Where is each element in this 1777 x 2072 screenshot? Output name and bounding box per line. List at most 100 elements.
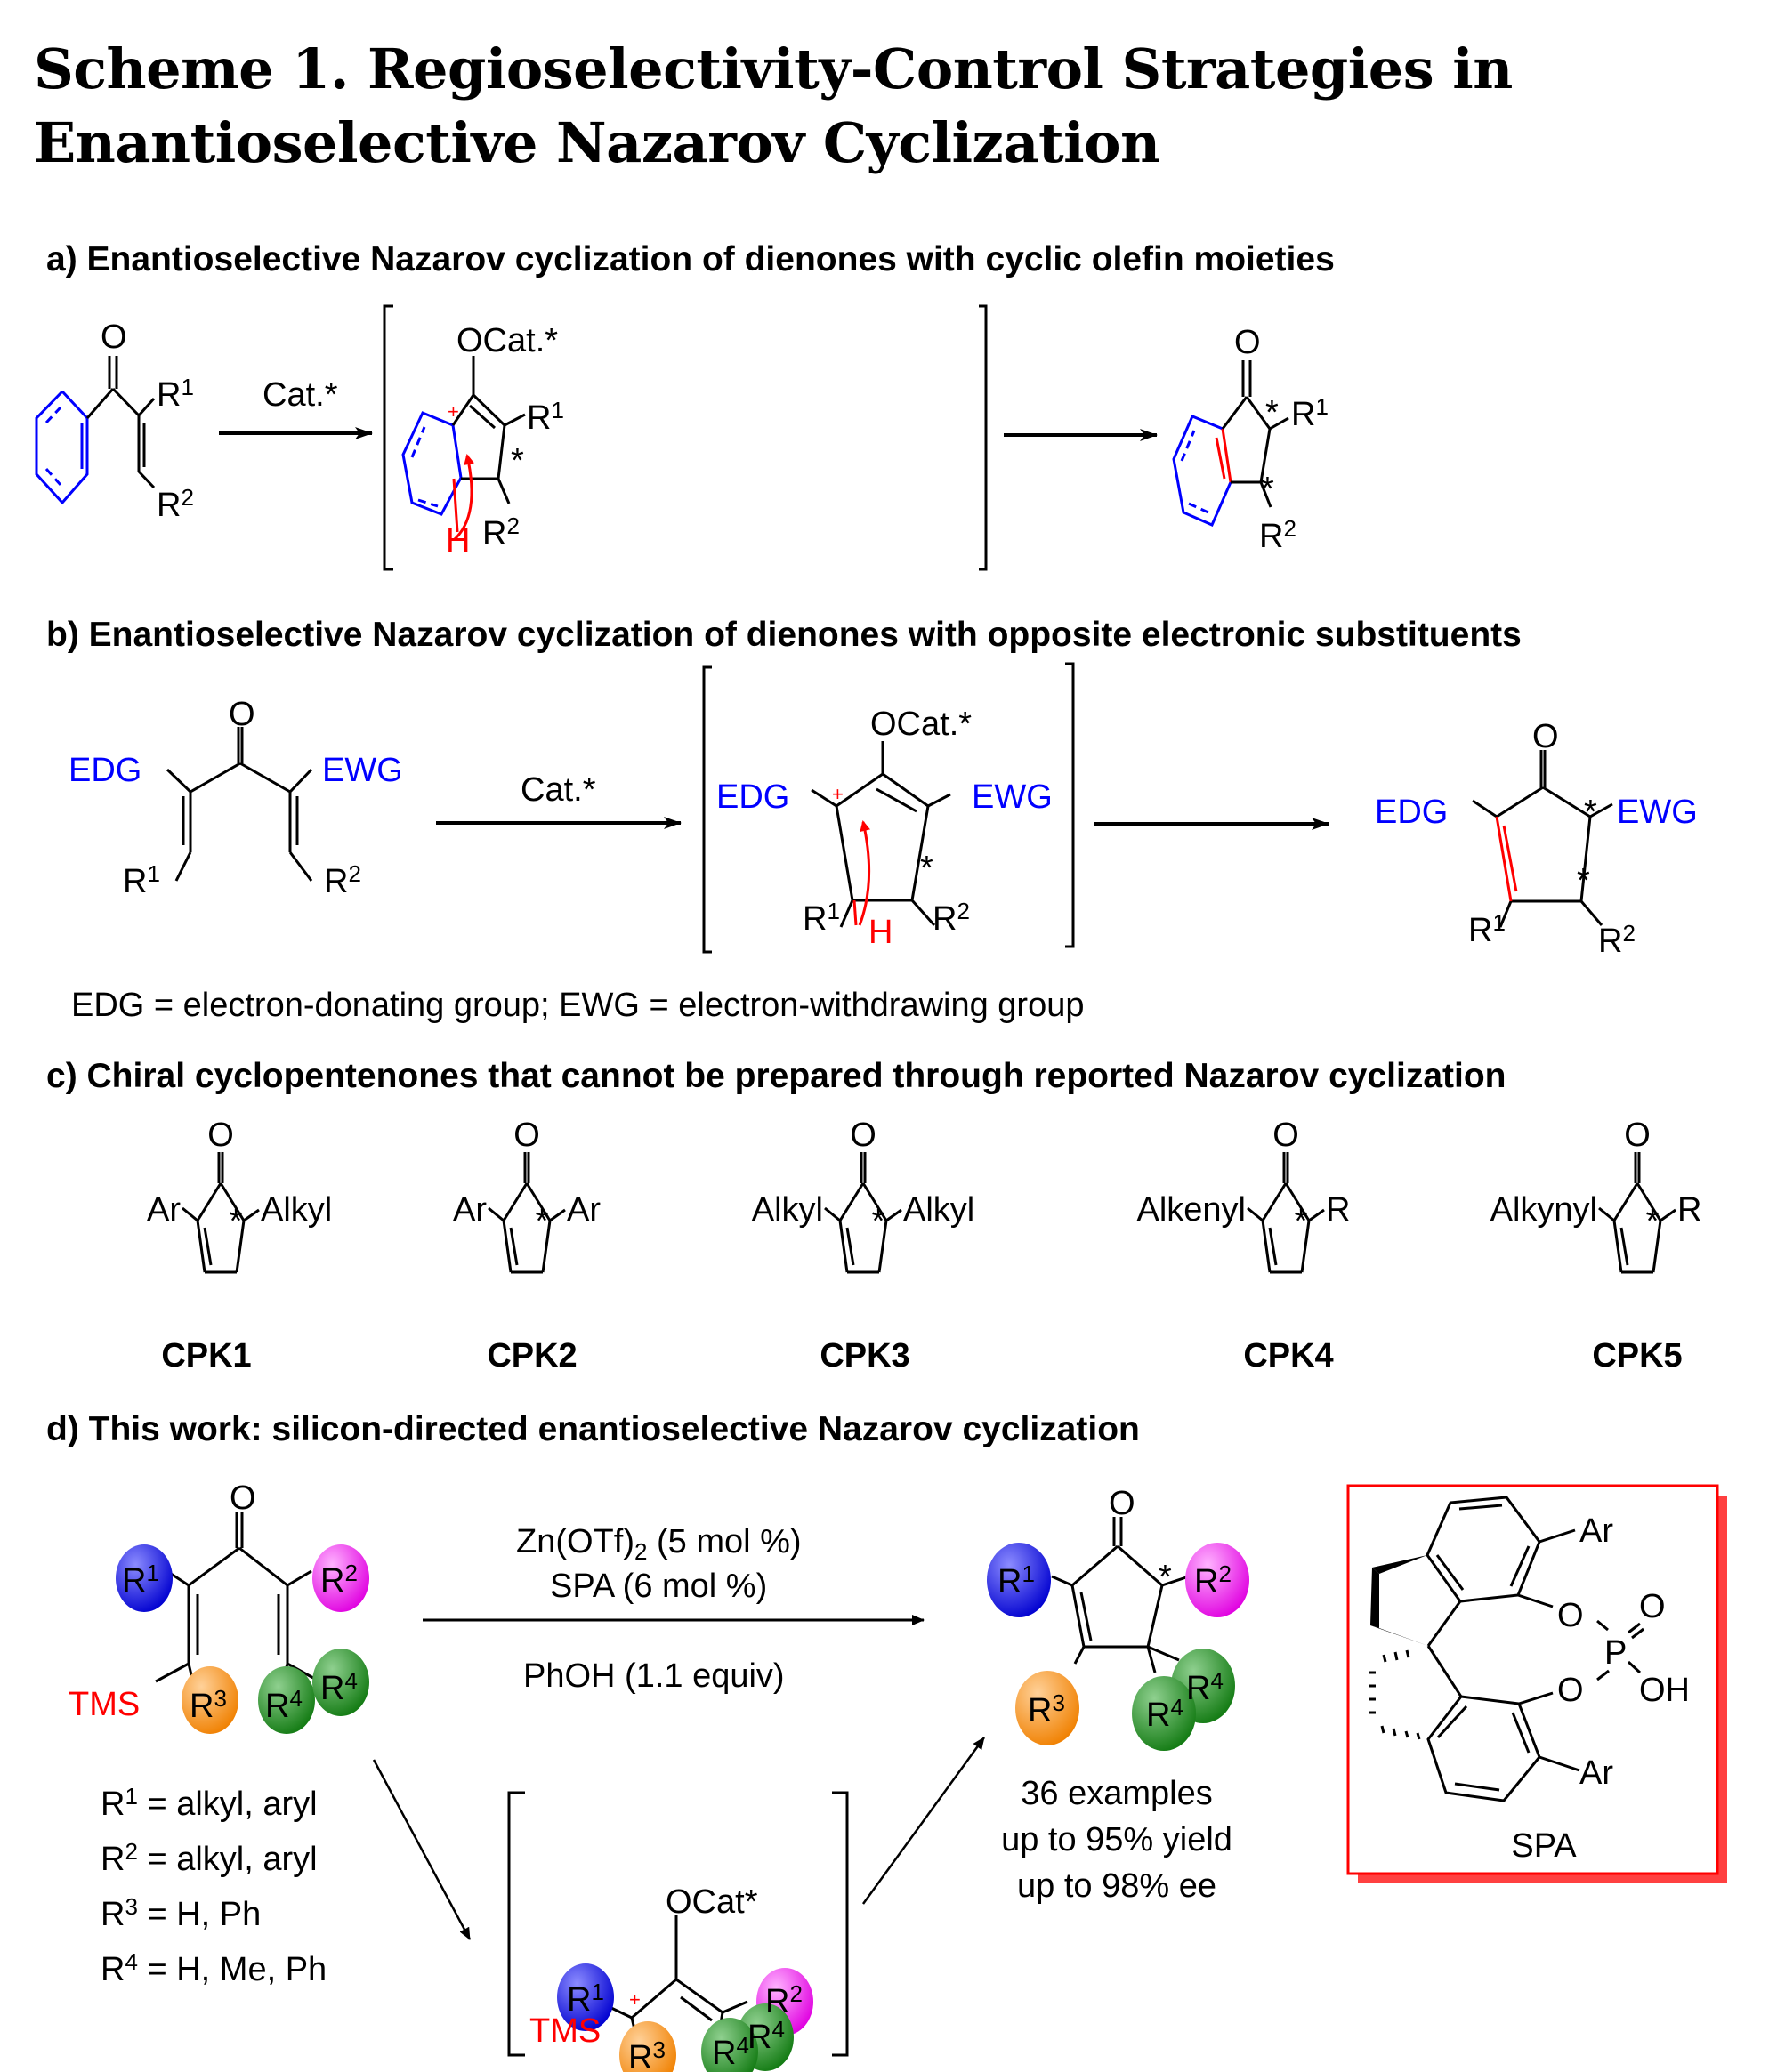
edg-ewg-footnote: EDG = electron-donating group; EWG = ele… — [71, 987, 1084, 1024]
svg-text:H: H — [446, 522, 470, 560]
section-b-labels: O EDG EWG R1 R2 Cat.* OCat.* EDG + EWG *… — [69, 696, 1698, 1024]
svg-text:R1: R1 — [567, 1979, 604, 2019]
svg-text:R1: R1 — [123, 860, 160, 900]
section-a-diagram — [35, 304, 1289, 571]
svg-text:R2: R2 — [933, 898, 970, 938]
svg-text:R1: R1 — [803, 898, 840, 938]
section-a-labels: O R1 R2 Cat.* OCat.* + R1 * R2 H O * R1 … — [101, 318, 1329, 560]
reagent-label-a: Cat.* — [263, 376, 338, 414]
svg-text:R1: R1 — [1291, 393, 1329, 433]
svg-text:O: O — [229, 696, 255, 733]
svg-text:+: + — [629, 1988, 641, 2011]
svg-text:R1: R1 — [157, 374, 194, 414]
tms-label: TMS — [69, 1686, 140, 1723]
ewg-label: EWG — [322, 752, 403, 789]
ball-r3 — [182, 1666, 238, 1734]
svg-text:R2: R2 — [1598, 920, 1636, 960]
benzene-ring — [35, 390, 89, 505]
section-d-labels: O R1 R2 TMS R3 R4 R4 Zn(OTf)2 (5 mol %) … — [69, 1479, 1232, 2072]
ball-r1 — [987, 1543, 1051, 1617]
svg-text:R3 = H, Ph: R3 = H, Ph — [101, 1893, 261, 1933]
svg-text:H: H — [868, 914, 893, 951]
svg-text:+: + — [448, 400, 459, 423]
ball-r2 — [312, 1544, 369, 1612]
compound-id: CPK3 — [820, 1337, 909, 1375]
svg-text:EWG: EWG — [972, 778, 1053, 816]
svg-text:TMS: TMS — [529, 2012, 601, 2050]
ball-r4 — [312, 1649, 369, 1716]
left-substituent: Alkenyl — [1137, 1191, 1247, 1229]
svg-text:R3: R3 — [628, 2036, 666, 2072]
result-examples: 36 examples — [1021, 1775, 1212, 1812]
svg-text:R1: R1 — [527, 397, 564, 437]
condition-line-2: SPA (6 mol %) — [550, 1568, 767, 1605]
svg-text:+: + — [832, 783, 844, 805]
svg-text:R2: R2 — [324, 860, 361, 900]
left-substituent: Ar — [147, 1191, 181, 1229]
oxygen-label: O — [207, 1117, 234, 1154]
ball-r3 — [619, 2021, 676, 2072]
stereocenter-star: * — [230, 1203, 243, 1240]
left-substituent: Ar — [453, 1191, 487, 1229]
svg-text:EDG: EDG — [716, 778, 789, 816]
scheme-title: Scheme 1. Regioselectivity-Control Strat… — [34, 32, 1513, 180]
compound-id: CPK1 — [161, 1337, 251, 1375]
section-d-heading: d) This work: silicon-directed enantiose… — [46, 1410, 1140, 1448]
svg-text:EWG: EWG — [1617, 794, 1698, 831]
title-line-1: Scheme 1. Regioselectivity-Control Strat… — [34, 36, 1513, 101]
ball-r4 — [701, 2018, 758, 2072]
section-b-diagram — [166, 662, 1613, 954]
right-substituent: R — [1326, 1191, 1350, 1229]
ball-r4 — [1132, 1676, 1196, 1751]
svg-text:OH: OH — [1639, 1672, 1690, 1709]
svg-text:O: O — [1234, 324, 1261, 361]
ball-r2 — [1185, 1543, 1249, 1617]
section-c-heading: c) Chiral cyclopentenones that cannot be… — [46, 1057, 1506, 1095]
condition-line-1: Zn(OTf)2 (5 mol %) — [516, 1523, 802, 1565]
svg-text:Ar: Ar — [1579, 1754, 1613, 1792]
oxygen-label: O — [850, 1117, 876, 1154]
result-yield: up to 95% yield — [1001, 1821, 1232, 1858]
right-substituent: Ar — [567, 1191, 601, 1229]
svg-text:R1: R1 — [998, 1560, 1035, 1600]
stereocenter-star: * — [1295, 1203, 1308, 1240]
compound-id: CPK4 — [1243, 1337, 1333, 1375]
ball-r4 — [258, 1666, 315, 1734]
intermediate-label-b: OCat.* — [870, 705, 972, 743]
right-substituent: Alkyl — [261, 1191, 332, 1229]
svg-text:Ar: Ar — [1579, 1512, 1613, 1550]
left-substituent: Alkyl — [752, 1191, 823, 1229]
condition-line-3: PhOH (1.1 equiv) — [523, 1657, 785, 1695]
svg-text:O: O — [1639, 1588, 1666, 1625]
svg-text:R2: R2 — [157, 484, 194, 524]
box-border — [1346, 1484, 1719, 1875]
svg-text:*: * — [511, 442, 524, 480]
ball-r1 — [557, 1963, 614, 2031]
left-substituent: Alkynyl — [1490, 1191, 1597, 1229]
svg-text:R2: R2 — [1259, 515, 1296, 555]
stereocenter-star: * — [536, 1203, 549, 1240]
ball-r3 — [1015, 1671, 1079, 1745]
svg-text:R1: R1 — [1468, 909, 1506, 949]
catalyst-name: SPA — [1511, 1827, 1577, 1865]
svg-text:O: O — [230, 1479, 256, 1517]
svg-text:O: O — [101, 318, 127, 356]
svg-text:O: O — [1557, 1597, 1584, 1634]
ball-r1 — [116, 1544, 173, 1612]
reagent-label-b: Cat.* — [521, 771, 596, 809]
edg-label: EDG — [69, 752, 141, 789]
svg-text:*: * — [1577, 862, 1590, 899]
section-d-diagram — [155, 1512, 1190, 2072]
svg-text:*: * — [1261, 471, 1274, 508]
svg-text:*: * — [920, 850, 933, 887]
svg-text:R2: R2 — [482, 512, 520, 552]
intermediate-label-d: OCat* — [666, 1883, 758, 1921]
svg-text:*: * — [1159, 1559, 1172, 1596]
